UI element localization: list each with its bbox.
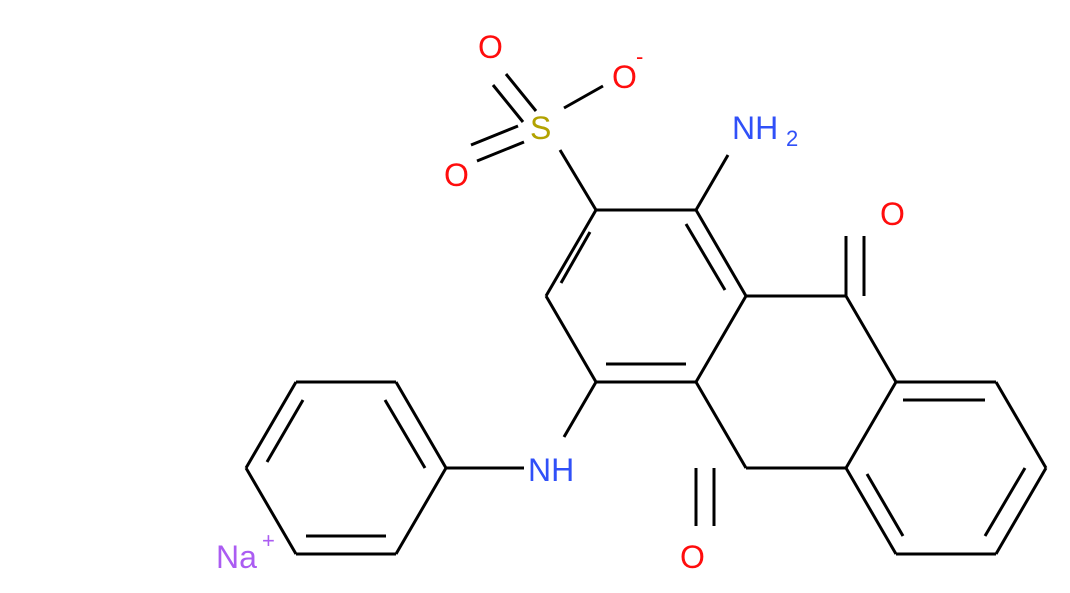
bond [544,295,598,383]
bond [983,467,1027,537]
anilino-nitrogen-label: NH [528,452,574,488]
bond [844,295,898,383]
bond [558,149,598,211]
bond [491,84,525,123]
bond [694,295,748,383]
bond [476,140,525,163]
bond [694,381,748,469]
bond [994,467,1048,555]
bond [265,399,305,463]
amino-subscript-label: 2 [786,126,798,151]
atom-labels: O - S O O NH 2 O O NH Na + [216,29,905,575]
bond [383,399,427,469]
bond [394,467,448,555]
bond [562,381,598,438]
sulfonyl-oxygen-bottom-label: O [444,157,469,193]
sodium-label: Na [216,539,257,575]
bonds [244,73,1048,556]
bond [504,73,538,112]
bond [844,467,898,555]
bond [559,231,592,284]
bond [844,381,898,469]
oxygen-anion-label: O [612,59,637,95]
negative-charge-label: - [636,44,643,69]
sulfonyl-oxygen-top-label: O [478,29,503,65]
bond [544,209,598,297]
bond [994,381,1048,469]
bond [394,381,448,469]
bond [694,154,730,211]
sulfur-label: S [530,110,551,146]
bond [244,381,298,469]
keto-oxygen-top-label: O [880,196,905,232]
keto-oxygen-bottom-label: O [680,539,705,575]
bond [694,209,748,297]
bond [865,473,905,537]
amino-nitrogen-label: NH [732,110,778,146]
positive-charge-label: + [262,528,275,553]
bond [470,124,519,147]
bond [563,84,604,110]
bond [684,223,727,291]
bond [244,467,298,555]
